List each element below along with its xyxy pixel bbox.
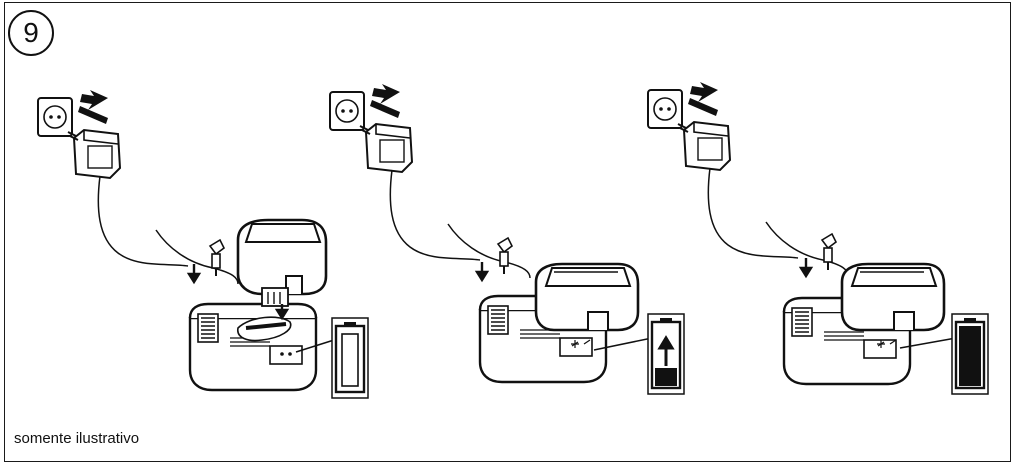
panel-2-battery-pack [536,264,638,330]
panel-1-battery-level-icon [332,318,368,398]
panel-3-battery-level-icon [952,314,988,394]
panel-1-wall-unit [38,90,238,284]
panel-1-charger-base [190,304,316,390]
panel-3-battery-pack [842,264,944,330]
caption-text: somente ilustrativo [14,430,139,447]
panel-1-connector [189,240,224,282]
panel-2-wall-unit [330,84,530,278]
panel-3-wall-unit [648,82,848,276]
panel-2-battery-level-icon [648,314,684,394]
